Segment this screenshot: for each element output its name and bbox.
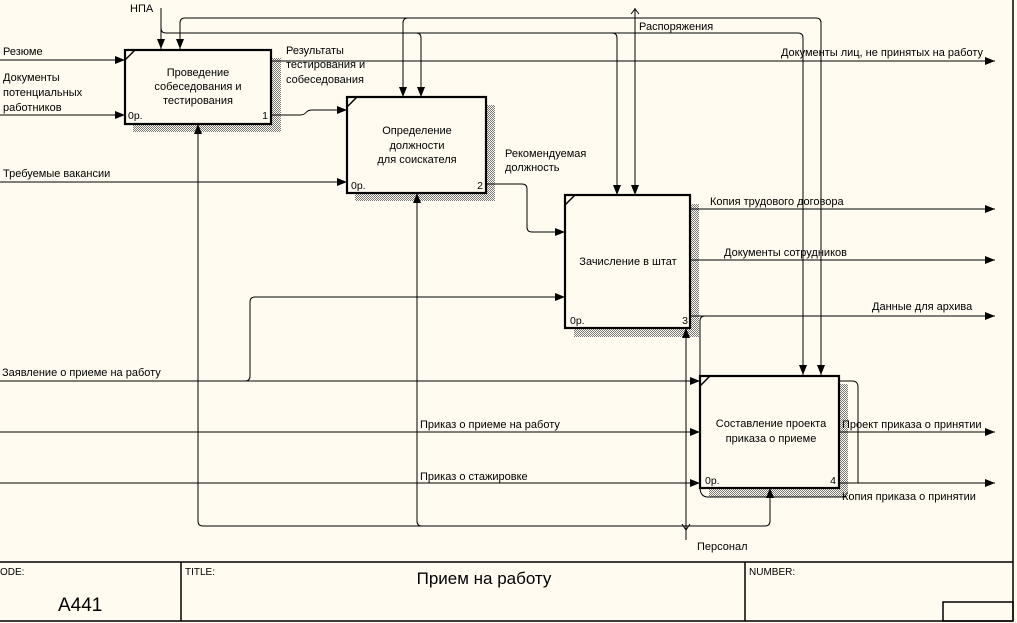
activity-4-label-line: Составление проекта — [716, 418, 827, 430]
activity-1-label-line: тестирования — [163, 95, 233, 107]
arrow-orders-to-activity-1[interactable] — [176, 17, 186, 49]
activity-3-number: 3 — [682, 315, 688, 327]
arrow-staff-to-activity-2[interactable] — [413, 193, 423, 527]
arrow-staff-to-activity-1[interactable] — [194, 124, 204, 527]
label-candidate-docs: Документы — [3, 72, 60, 84]
title-block-small-cell — [942, 601, 1014, 622]
label-candidate-docs: потенциальных — [3, 87, 83, 99]
label-staff: Персонал — [697, 541, 748, 553]
arrow-orders-to-activity-2[interactable] — [399, 17, 409, 97]
activity-1-label-line: собеседования и — [154, 81, 241, 93]
activity-4-cost: 0р. — [705, 475, 720, 487]
title-label: TITLE: — [185, 567, 215, 578]
label-orders: Распоряжения — [639, 21, 713, 33]
label-npa: НПА — [130, 3, 154, 15]
arrow-orders-branch-mark — [630, 8, 640, 15]
label-rejected-docs: Документы лиц, не принятых на работу — [781, 47, 984, 59]
activity-2-cost: 0р. — [351, 180, 366, 192]
label-archive-data: Данные для архива — [872, 301, 973, 313]
arrow-staff-branch-mark — [681, 523, 691, 531]
activity-3-label-line: Зачисление в штат — [579, 256, 676, 268]
activity-3[interactable]: Зачисление в штат 0р. 3 — [563, 193, 692, 330]
diagram-title: Прием на работу — [417, 569, 552, 588]
label-application: Заявление о приеме на работу — [2, 367, 161, 379]
label-test-results: Результаты — [286, 45, 344, 57]
arrow-npa-to-activity-3[interactable] — [611, 32, 621, 195]
arrow-npa-to-activity-2[interactable] — [415, 32, 425, 97]
label-employee-docs: Документы сотрудников — [724, 247, 847, 259]
activity-4-box[interactable] — [698, 374, 841, 490]
number-label: NUMBER: — [749, 567, 795, 578]
label-test-results: собеседования — [286, 74, 364, 86]
activity-3-box[interactable] — [563, 193, 692, 330]
activity-4[interactable]: Составление проекта приказа о приеме 0р.… — [698, 374, 841, 490]
activity-1-label-line: Проведение — [167, 67, 230, 79]
arrow-order-loop — [840, 380, 859, 483]
label-recommended-position: Рекомендуемая — [505, 148, 586, 160]
node-code: A441 — [58, 595, 102, 616]
activity-1[interactable]: Проведение собеседования и тестирования … — [123, 48, 273, 126]
activity-4-label-line: приказа о приеме — [726, 433, 817, 445]
label-contract-copy: Копия трудового договора — [710, 196, 845, 208]
label-draft-order: Проект приказа о принятии — [842, 419, 982, 431]
activity-2-box[interactable] — [345, 95, 488, 195]
activity-1-corner-mark — [124, 49, 136, 61]
arrow-recommended-position[interactable] — [486, 183, 565, 236]
arrow-orders-to-activity-4[interactable] — [185, 17, 825, 375]
activity-2-number: 2 — [477, 180, 483, 192]
activity-1-box[interactable] — [123, 48, 273, 126]
label-recommended-position: должность — [505, 162, 560, 174]
label-order-copy: Копия приказа о принятии — [842, 491, 976, 503]
activity-2[interactable]: Определение должности для соискателя 0р.… — [345, 95, 488, 195]
activity-2-label-line: для соискателя — [377, 154, 456, 166]
arrow-staff-to-activity-4[interactable] — [203, 488, 774, 527]
activity-3-corner-mark — [564, 194, 576, 206]
title-block: ODE: A441 TITLE: Прием на работу NUMBER: — [0, 561, 1014, 622]
label-hiring-order: Приказ о приеме на работу — [420, 419, 560, 431]
label-test-results: тестирования и — [286, 59, 365, 71]
activity-2-label-line: Определение — [382, 125, 452, 137]
activity-1-number: 1 — [262, 110, 268, 122]
arrow-test-results[interactable] — [272, 106, 347, 116]
label-required-vacancies: Требуемые вакансии — [3, 168, 110, 180]
label-internship-order: Приказ о стажировке — [420, 471, 528, 483]
activity-2-label-line: должности — [390, 140, 445, 152]
label-candidate-docs: работников — [3, 102, 62, 114]
activity-1-cost: 0р. — [128, 110, 143, 122]
activity-4-corner-mark — [699, 375, 711, 387]
node-label: ODE: — [0, 567, 24, 578]
activity-3-cost: 0р. — [570, 315, 585, 327]
arrow-application-to-activity-3[interactable] — [244, 293, 565, 382]
activity-4-number: 4 — [830, 475, 836, 487]
label-resume: Резюме — [3, 46, 43, 58]
activity-2-corner-mark — [346, 96, 358, 108]
